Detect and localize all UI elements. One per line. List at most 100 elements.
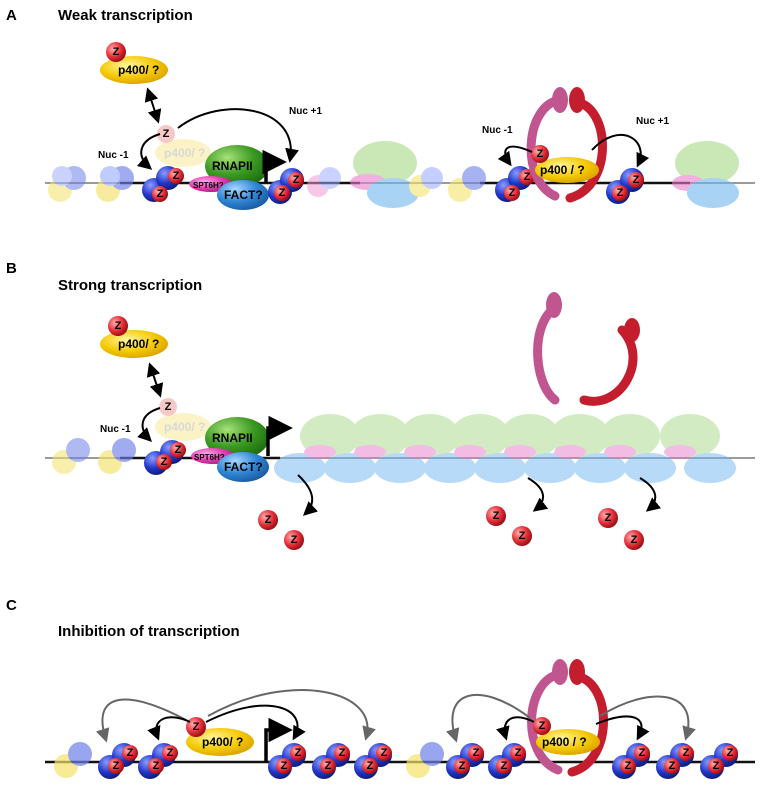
- z-label: Z: [295, 747, 302, 759]
- z-label: Z: [279, 187, 286, 199]
- faded-nucleosome: [307, 167, 341, 197]
- z-label: Z: [165, 401, 172, 413]
- z-label: Z: [459, 760, 466, 772]
- z-label: Z: [153, 760, 160, 772]
- deposit-arrow-nuc-plus1: [591, 133, 650, 168]
- z-label: Z: [293, 174, 300, 186]
- z-label: Z: [537, 148, 544, 160]
- faded-nucleosome: [406, 742, 444, 778]
- panel-a-title: Weak transcription: [58, 7, 193, 24]
- z-label: Z: [193, 721, 200, 733]
- z-label: Z: [493, 510, 500, 522]
- z-label: Z: [163, 128, 170, 140]
- z-label: Z: [617, 187, 624, 199]
- z-label: Z: [175, 444, 182, 456]
- nuc-minus1-label: Nuc -1: [100, 424, 131, 435]
- nucleosome-h2az: Z Z: [138, 743, 178, 779]
- z-label: Z: [519, 530, 526, 542]
- rnapii-shape: [205, 417, 269, 459]
- p400-shape: [100, 56, 168, 84]
- deposit-arrow: [496, 716, 535, 741]
- condensin-red: [579, 325, 638, 406]
- exchange-arrow: [146, 362, 164, 398]
- nucleosome-h2az: Z Z: [488, 743, 526, 779]
- fact-shape: [217, 452, 269, 482]
- z-label: Z: [281, 760, 288, 772]
- panel-c: Z Z Z Z p400/ ? Z Z Z Z Z Z Z: [45, 659, 755, 779]
- z-label: Z: [713, 760, 720, 772]
- z-label: Z: [539, 720, 546, 732]
- z-label: Z: [161, 456, 168, 468]
- nuc-minus1-label: Nuc -1: [482, 125, 513, 136]
- panel-b: Z Z p400/ ? Z RNAPII SPT6H? FACT?: [45, 292, 755, 550]
- faded-nucleosome: [98, 438, 136, 474]
- p400-shape: [536, 729, 600, 755]
- eviction-arrow: [297, 474, 318, 516]
- nucleosome-h2az: Z Z: [268, 743, 306, 779]
- deposit-arrow: [595, 715, 650, 741]
- panel-c-title: Inhibition of transcription: [58, 623, 240, 640]
- nucleosome-h2az: Z Z: [495, 166, 535, 202]
- condensin-purple: [533, 305, 560, 405]
- p400-label: p400/ ?: [118, 337, 159, 351]
- nucleosome-h2az: Z Z: [606, 168, 644, 204]
- p400-faded-label: p400/ ?: [164, 146, 205, 160]
- z-label: Z: [605, 512, 612, 524]
- nucleosome-h2az: Z Z: [142, 166, 184, 202]
- z-label: Z: [683, 747, 690, 759]
- condensin-purple: [527, 669, 565, 775]
- deposit-arrow-nuc-minus1: [137, 407, 161, 442]
- z-label: Z: [325, 760, 332, 772]
- nucleosome-h2az: Z Z: [312, 743, 350, 779]
- nucleosome-h2az: Z Z: [98, 743, 138, 779]
- z-label: Z: [173, 170, 180, 182]
- panel-a: Z Z p400/ ? Z RNAPII SPT6H? FACT? Z Z: [45, 42, 755, 210]
- z-label: Z: [524, 171, 531, 183]
- fact-shape: [217, 180, 269, 210]
- tss-arrow: [264, 717, 293, 762]
- p400-label: p400 / ?: [540, 163, 585, 177]
- panel-b-letter: B: [6, 260, 17, 277]
- spt6h-label: SPT6H?: [193, 181, 224, 190]
- tss-arrow: [266, 415, 293, 456]
- faded-nucleosome: [96, 166, 134, 202]
- faded-nucleosome: [54, 742, 92, 778]
- panel-a-letter: A: [6, 7, 17, 24]
- p400-faded-label: p400/ ?: [164, 420, 205, 434]
- nuc-plus1-label: Nuc +1: [289, 106, 323, 117]
- p400-label: p400 / ?: [542, 735, 587, 749]
- p400-shape: [186, 728, 254, 756]
- fact-label: FACT?: [224, 188, 263, 202]
- faded-nucleosome: [448, 166, 486, 202]
- z-label: Z: [509, 187, 516, 199]
- z-label: Z: [265, 514, 272, 526]
- tss-arrow: [262, 149, 287, 183]
- z-label: Z: [639, 747, 646, 759]
- condensin-purple: [526, 95, 565, 201]
- p400-shape: [535, 157, 599, 183]
- condensin-red: [565, 97, 607, 203]
- z-label: Z: [625, 760, 632, 772]
- deposit-arrow-nuc-minus1: [497, 145, 533, 167]
- rnapii-label: RNAPII: [212, 159, 253, 173]
- eviction-arrow: [639, 477, 662, 512]
- nuc-plus1-label: Nuc +1: [636, 116, 670, 127]
- z-label: Z: [633, 174, 640, 186]
- p400-shape: [100, 330, 168, 358]
- faded-nucleosome: [52, 438, 90, 474]
- nucleosome-h2az: Z Z: [446, 743, 484, 779]
- faded-elongation-complex: [350, 141, 443, 208]
- faded-elongation-complex: [672, 141, 739, 208]
- z-label: Z: [167, 747, 174, 759]
- nucleosome-h2az: Z Z: [700, 743, 738, 779]
- z-label: Z: [381, 747, 388, 759]
- grey-arrow: [207, 689, 376, 741]
- z-label: Z: [669, 760, 676, 772]
- eviction-arrow: [527, 477, 549, 512]
- deposit-arrow: [147, 716, 191, 741]
- nucleosome-h2az: Z Z: [268, 168, 304, 204]
- faded-nucleosome: [48, 166, 86, 202]
- elongation-train: [274, 414, 736, 483]
- z-label: Z: [113, 760, 120, 772]
